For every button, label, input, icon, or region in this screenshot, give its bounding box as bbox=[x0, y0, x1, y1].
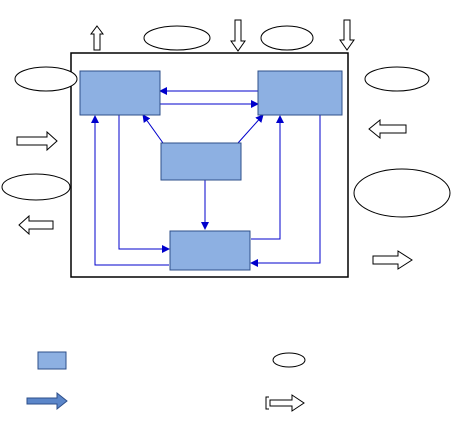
legend-bracket-mark bbox=[265, 396, 269, 410]
connector-top-right-to-bottom bbox=[250, 115, 321, 267]
legend bbox=[26, 351, 306, 412]
legend-oval-swatch bbox=[272, 352, 306, 368]
process-box-top-right bbox=[257, 70, 343, 116]
hollow-arrow-left-icon bbox=[368, 118, 407, 140]
system-boundary bbox=[70, 52, 349, 278]
oval-right-upper bbox=[364, 66, 430, 92]
hollow-arrow-up-icon bbox=[90, 25, 104, 51]
connector-center-to-top-right bbox=[237, 114, 264, 144]
legend-connector-arrow-icon bbox=[26, 391, 68, 411]
process-box-top-left bbox=[79, 70, 161, 116]
connector-center-to-top-left bbox=[142, 114, 164, 144]
process-box-bottom bbox=[169, 230, 251, 271]
connector-bottom-to-top-right bbox=[251, 115, 284, 240]
hollow-arrow-down-icon bbox=[339, 19, 355, 51]
legend-hollow-arrow-icon bbox=[269, 394, 305, 412]
oval-left-lower bbox=[1, 173, 71, 201]
hollow-arrow-down-icon bbox=[230, 19, 246, 52]
connector-top-left-to-bottom bbox=[118, 115, 170, 253]
hollow-arrow-right-icon bbox=[16, 130, 58, 152]
oval-top-center-left bbox=[143, 25, 211, 51]
hollow-arrow-right-icon bbox=[372, 250, 413, 270]
process-box-center bbox=[160, 142, 242, 181]
connector-bottom-to-top-left bbox=[91, 115, 169, 266]
oval-top-center-right bbox=[260, 25, 314, 51]
oval-left-upper bbox=[14, 66, 78, 92]
oval-right-lower bbox=[353, 168, 451, 218]
connector-group bbox=[91, 87, 321, 267]
hollow-arrow-left-icon bbox=[18, 214, 54, 236]
legend-box-swatch bbox=[37, 351, 67, 370]
